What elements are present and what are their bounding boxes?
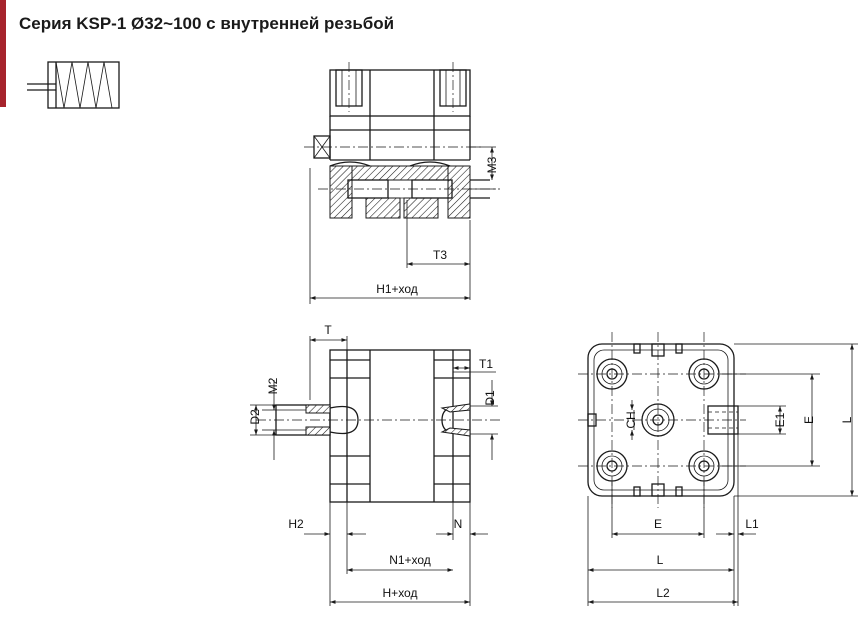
piston-rod-end-icon xyxy=(641,403,675,437)
dim-e1-label: E1 xyxy=(773,412,787,427)
top-view: M3 T3 H1+ход xyxy=(304,62,500,304)
dim-e-right-label: E xyxy=(802,416,816,424)
dim-h-label: H+ход xyxy=(383,586,418,600)
dim-t3-label: T3 xyxy=(433,248,447,262)
dim-t-label: T xyxy=(324,323,332,337)
dim-t1-label: T1 xyxy=(479,357,493,371)
dim-n-label: N xyxy=(454,517,463,531)
dim-e-bottom-label: E xyxy=(654,517,662,531)
side-view: T T1 D1 M2 D2 H2 N N1+ xyxy=(248,323,500,606)
mounting-hole-icon xyxy=(596,450,628,482)
dim-h1-label: H1+ход xyxy=(376,282,418,296)
dim-l1-label: L1 xyxy=(745,517,759,531)
dim-d1-label: D1 xyxy=(483,390,497,406)
mounting-hole-icon xyxy=(596,358,628,390)
dim-l-right-label: L xyxy=(840,416,854,423)
dim-n1-label: N1+ход xyxy=(389,553,431,567)
page-title: Серия KSP-1 Ø32~100 с внутренней резьбой xyxy=(19,14,395,33)
cylinder-symbol-icon xyxy=(27,61,120,109)
dim-l2-label: L2 xyxy=(656,586,670,600)
dim-ch-label: CH xyxy=(624,411,638,428)
dim-m3-label: M3 xyxy=(485,156,499,173)
dim-m2-label: M2 xyxy=(266,377,280,394)
dim-d2-label: D2 xyxy=(248,409,262,425)
dim-l-bottom-label: L xyxy=(657,553,664,567)
dim-h2-label: H2 xyxy=(288,517,304,531)
accent-bar xyxy=(0,0,6,107)
mounting-hole-icon xyxy=(688,450,720,482)
mounting-hole-icon xyxy=(688,358,720,390)
end-view: CH E1 E L E L1 L L2 xyxy=(578,332,858,606)
